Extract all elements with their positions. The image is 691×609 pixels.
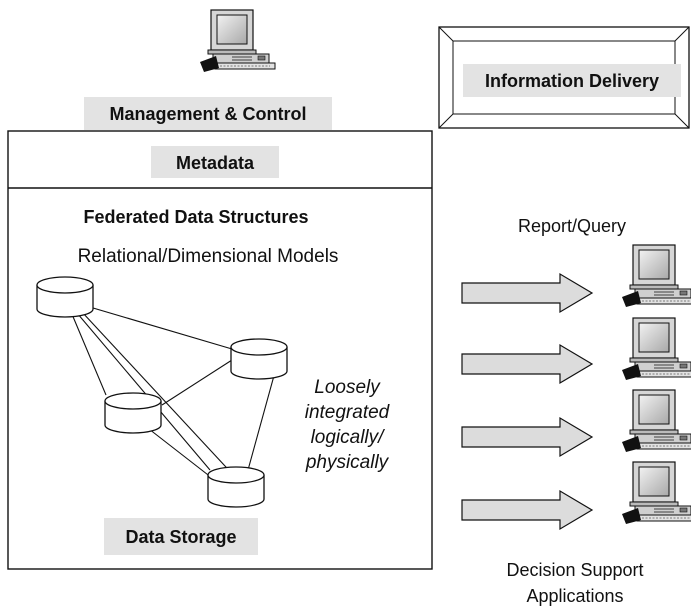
database-cylinder-icon — [230, 338, 288, 380]
loosely-line-4: physically — [305, 452, 390, 473]
right-arrow-icon — [461, 490, 593, 530]
management-computer-icon — [199, 9, 276, 73]
data-storage-label-bg — [104, 518, 258, 555]
computer-icon — [621, 389, 691, 453]
models-subheading: Relational/Dimensional Models — [78, 246, 339, 267]
decision-support-line-2: Applications — [526, 586, 623, 606]
loosely-line-2: integrated — [305, 402, 391, 423]
loosely-line-3: logically/ — [311, 427, 386, 448]
report-query-label: Report/Query — [518, 216, 626, 236]
data-storage-container — [7, 130, 433, 570]
metadata-label: Metadata — [176, 153, 255, 173]
management-control-label-bg — [84, 97, 332, 130]
computer-icon — [621, 317, 691, 381]
information-delivery-box — [438, 26, 690, 129]
computer-icon — [621, 244, 691, 308]
metadata-label-bg — [151, 146, 279, 178]
database-cylinder-icon — [36, 276, 94, 318]
right-arrow-icon — [461, 273, 593, 313]
database-cylinder-icon — [207, 466, 265, 508]
information-delivery-label: Information Delivery — [485, 71, 659, 91]
database-cylinder-icon — [104, 392, 162, 434]
loosely-line-1: Loosely — [314, 377, 381, 398]
data-storage-label: Data Storage — [125, 527, 236, 547]
decision-support-line-1: Decision Support — [506, 560, 643, 580]
federated-structures-heading: Federated Data Structures — [83, 207, 308, 227]
computer-icon — [621, 461, 691, 525]
right-arrow-icon — [461, 344, 593, 384]
database-connections — [65, 299, 276, 481]
right-arrow-icon — [461, 417, 593, 457]
management-control-label: Management & Control — [109, 104, 306, 124]
